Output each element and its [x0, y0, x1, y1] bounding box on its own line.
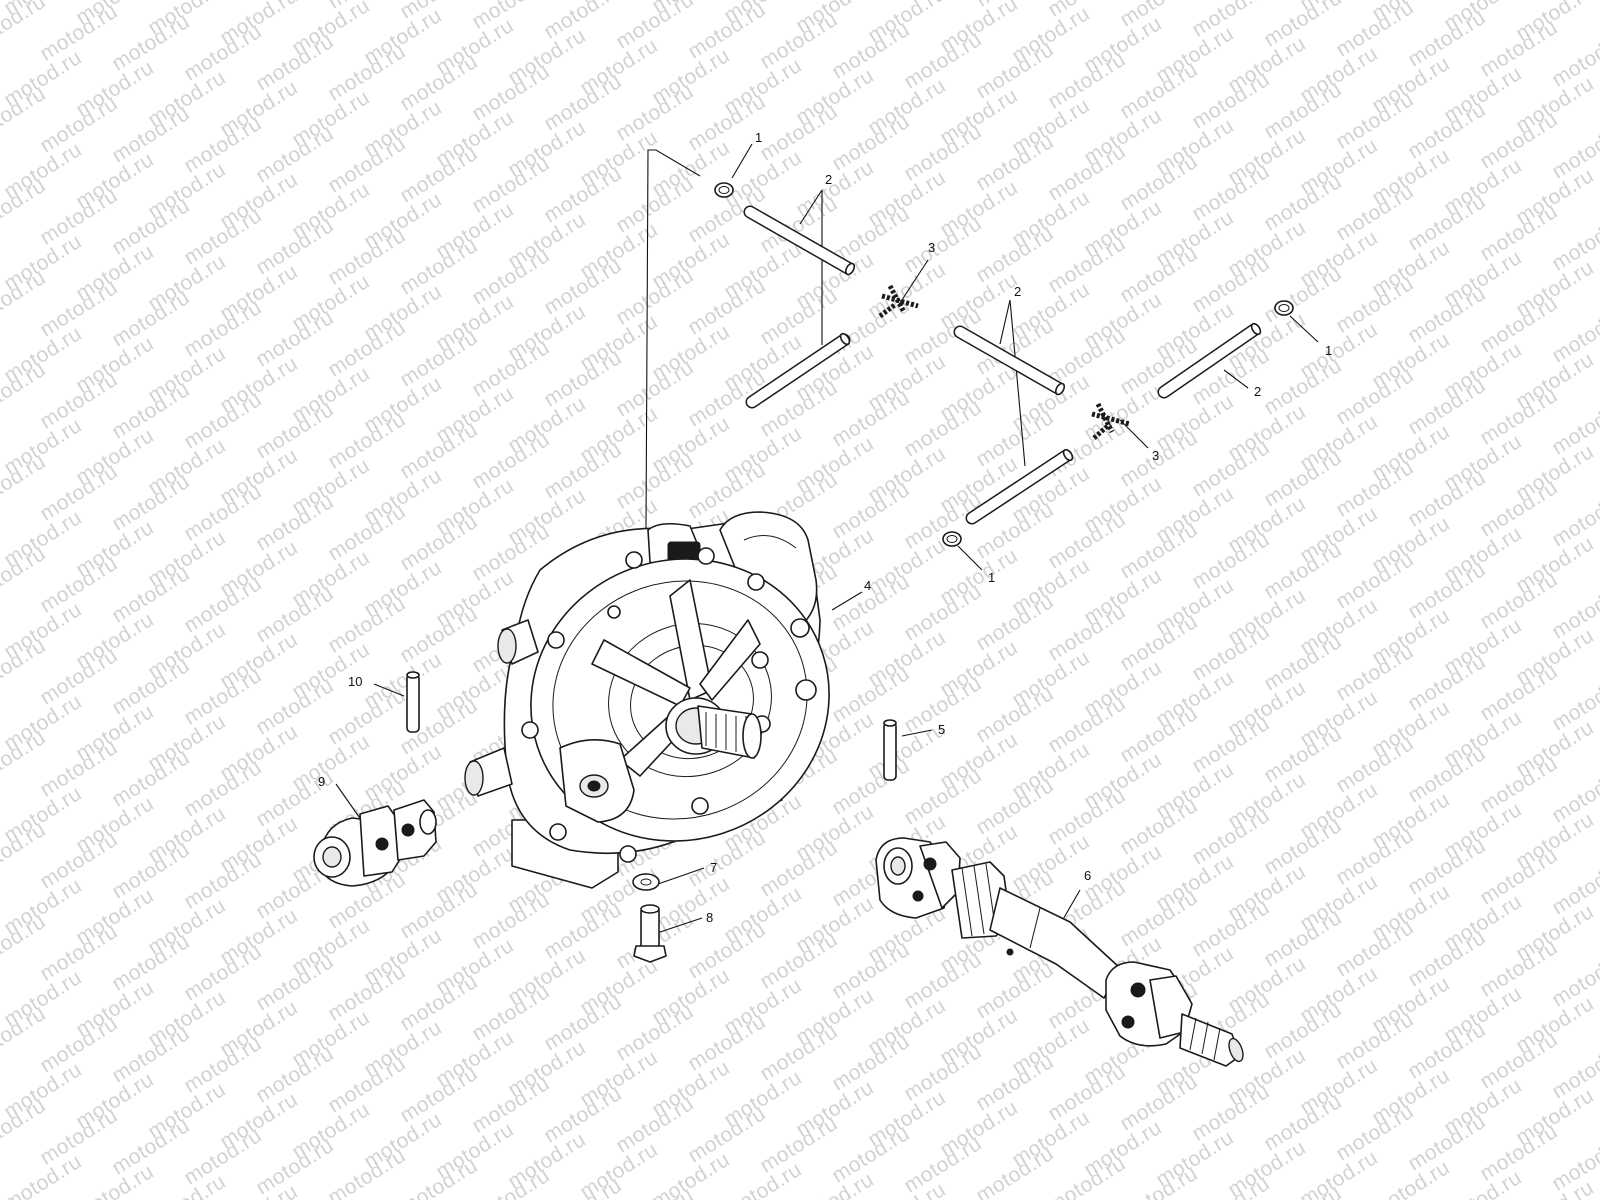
dowel-pin-icon [406, 671, 420, 733]
callout-6: 6 [1084, 868, 1091, 883]
leader-3a [897, 259, 929, 307]
callout-1: 1 [988, 570, 995, 585]
leader-gearcase-bracket [645, 149, 701, 529]
callout-8: 8 [706, 910, 713, 925]
housing-bolt-boss [521, 547, 771, 863]
leader-1a [731, 143, 753, 179]
leader-4 [831, 591, 863, 611]
callout-9: 9 [318, 774, 325, 789]
callout-4: 4 [864, 578, 871, 593]
hose-clamp-icon [942, 531, 962, 547]
leader-5 [901, 729, 933, 737]
leader-2b-2 [1009, 299, 1026, 467]
callout-5: 5 [938, 722, 945, 737]
leader-10 [373, 683, 405, 697]
bolt-icon [633, 904, 667, 963]
hose-tee-fitting-icon [1091, 402, 1131, 440]
callout-3: 3 [1152, 448, 1159, 463]
coolant-hose-icon [745, 332, 851, 409]
dowel-pin-icon [883, 719, 897, 781]
leader-9 [335, 783, 365, 825]
leader-1b [1289, 315, 1319, 343]
hose-clamp-icon [714, 182, 734, 198]
coolant-hose-icon [743, 205, 856, 276]
callout-2: 2 [825, 172, 832, 187]
coolant-hose-icon [1157, 322, 1262, 399]
washer-icon [632, 873, 660, 891]
coolant-hose-icon [953, 325, 1066, 396]
callout-1: 1 [1325, 343, 1332, 358]
leader-1c [957, 545, 983, 571]
u-joint-yoke-icon [313, 799, 437, 887]
hose-clamp-icon [1274, 300, 1294, 316]
leader-2c [1223, 369, 1249, 389]
leader-2b-1 [999, 299, 1011, 345]
callout-2: 2 [1014, 284, 1021, 299]
callout-labels: 1 1 1 2 2 2 3 3 4 5 6 7 8 9 10 [318, 130, 1332, 925]
leader-8 [659, 917, 703, 933]
callout-7: 7 [710, 860, 717, 875]
callout-2: 2 [1254, 384, 1261, 399]
callout-10: 10 [348, 674, 362, 689]
callout-1: 1 [755, 130, 762, 145]
gearcase-housing-icon [464, 511, 830, 889]
drive-shaft-icon [875, 837, 1244, 1067]
leader-7 [657, 867, 705, 885]
hose-tee-fitting-icon [878, 284, 919, 318]
coolant-hose-icon [965, 448, 1074, 525]
leader-2a-1 [799, 189, 823, 225]
leader-3b [1119, 419, 1149, 449]
leader-lines [335, 143, 1319, 933]
callout-3: 3 [928, 240, 935, 255]
